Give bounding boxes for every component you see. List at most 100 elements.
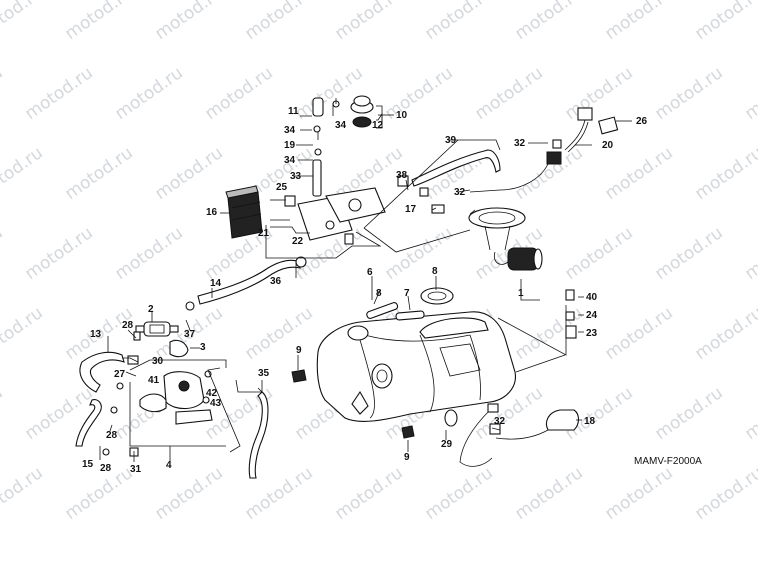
watermark-text: motod.ru	[61, 143, 136, 204]
label-39: 39	[445, 135, 457, 146]
label-14: 14	[210, 278, 222, 289]
label-35: 35	[258, 368, 270, 379]
hose-13	[79, 351, 125, 393]
watermark-text: motod.ru	[601, 143, 676, 204]
canister-16	[225, 185, 263, 239]
bracket-41-43	[139, 370, 213, 425]
fuel-tank	[316, 311, 516, 422]
leader-lines	[99, 98, 632, 462]
label-18: 18	[584, 416, 596, 427]
label-36: 36	[270, 276, 282, 287]
label-8-left: 8	[376, 288, 382, 299]
watermark-text: motod.ru	[111, 223, 186, 284]
sensor-18	[459, 403, 580, 467]
watermark-text: motod.ru	[651, 223, 726, 284]
watermark-text: motod.ru	[691, 0, 758, 44]
label-32-lower: 32	[494, 416, 506, 427]
label-11: 11	[288, 106, 299, 117]
label-29: 29	[441, 439, 453, 450]
label-27: 27	[114, 369, 126, 380]
watermark-text: motod.ru	[741, 383, 758, 444]
wire-harness	[469, 107, 619, 193]
pipe-7	[395, 310, 425, 321]
label-34-upper: 34	[284, 125, 296, 136]
label-26: 26	[636, 116, 648, 127]
label-20: 20	[602, 140, 614, 151]
watermark-text: motod.ru	[0, 63, 7, 124]
label-12: 12	[372, 120, 384, 131]
filter-2	[135, 321, 179, 337]
label-34-lower: 34	[335, 120, 347, 131]
watermark-text: motod.ru	[561, 63, 636, 124]
hose-14	[197, 259, 301, 305]
label-1: 1	[518, 288, 524, 299]
watermark-text: motod.ru	[381, 223, 456, 284]
label-32-top: 32	[514, 138, 526, 149]
label-22: 22	[292, 236, 304, 247]
watermark-text: motod.ru	[691, 143, 758, 204]
label-32-mid: 32	[454, 187, 466, 198]
label-19: 19	[284, 140, 296, 151]
label-28-lower: 28	[100, 463, 112, 474]
label-9-lower: 9	[404, 452, 410, 463]
watermark-text: motod.ru	[741, 223, 758, 284]
label-24: 24	[586, 310, 598, 321]
plate-8	[420, 287, 454, 305]
label-7: 7	[404, 288, 410, 299]
watermark-text: motod.ru	[601, 0, 676, 44]
cap-10-12	[350, 95, 374, 128]
gasket-9b	[401, 425, 415, 439]
label-25: 25	[276, 182, 288, 193]
watermark-text: motod.ru	[421, 463, 496, 524]
gasket-9a	[291, 369, 307, 383]
watermark-text: motod.ru	[561, 223, 636, 284]
watermark-text: motod.ru	[151, 0, 226, 44]
watermark-text: motod.ru	[241, 0, 316, 44]
watermark-text: motod.ru	[651, 383, 726, 444]
label-33: 33	[290, 171, 302, 182]
pipe-6	[366, 302, 399, 319]
label-28-upper: 28	[122, 320, 134, 331]
watermark-text: motod.ru	[331, 463, 406, 524]
label-38: 38	[396, 170, 408, 181]
hose-39	[411, 149, 501, 187]
watermark-text: motod.ru	[151, 463, 226, 524]
label-34-mid: 34	[284, 155, 296, 166]
watermark-text: motod.ru	[741, 63, 758, 124]
label-4: 4	[166, 460, 172, 471]
watermark-text: motod.ru	[151, 143, 226, 204]
part-labels: 11 34 19 34 33 25 34 12 10 39 38 32 17 3…	[82, 106, 702, 475]
label-17: 17	[405, 204, 417, 215]
watermark-text: motod.ru	[421, 0, 496, 44]
watermark-text: motod.ru	[601, 463, 676, 524]
label-3: 3	[200, 342, 206, 353]
label-37: 37	[184, 329, 196, 340]
label-23: 23	[586, 328, 598, 339]
label-41: 41	[148, 375, 160, 386]
label-43: 43	[210, 398, 222, 409]
watermark-text: motod.ru	[0, 143, 47, 204]
fuel-pump	[468, 207, 543, 271]
label-40: 40	[586, 292, 598, 303]
label-15: 15	[82, 459, 94, 470]
watermark-text: motod.ru	[471, 63, 546, 124]
label-6: 6	[367, 267, 373, 278]
bracket-21-22	[297, 187, 386, 245]
watermark-text: motod.ru	[651, 63, 726, 124]
watermark-text: motod.ru	[331, 0, 406, 44]
valve-3	[169, 339, 189, 358]
watermark-text: motod.ru	[0, 463, 47, 524]
hose-15	[75, 399, 102, 447]
label-16: 16	[206, 207, 218, 218]
watermark-text: motod.ru	[241, 303, 316, 364]
drawing-code: MAMV-F2000A	[634, 456, 702, 467]
watermark-text: motod.ru	[0, 383, 7, 444]
label-28-mid: 28	[106, 430, 118, 441]
watermark-text: motod.ru	[21, 223, 96, 284]
label-2: 2	[148, 304, 154, 315]
watermark-text: motod.ru	[691, 303, 758, 364]
seal-29	[444, 409, 458, 427]
watermark-text: motod.ru	[0, 223, 7, 284]
watermark-text: motod.ru	[601, 303, 676, 364]
